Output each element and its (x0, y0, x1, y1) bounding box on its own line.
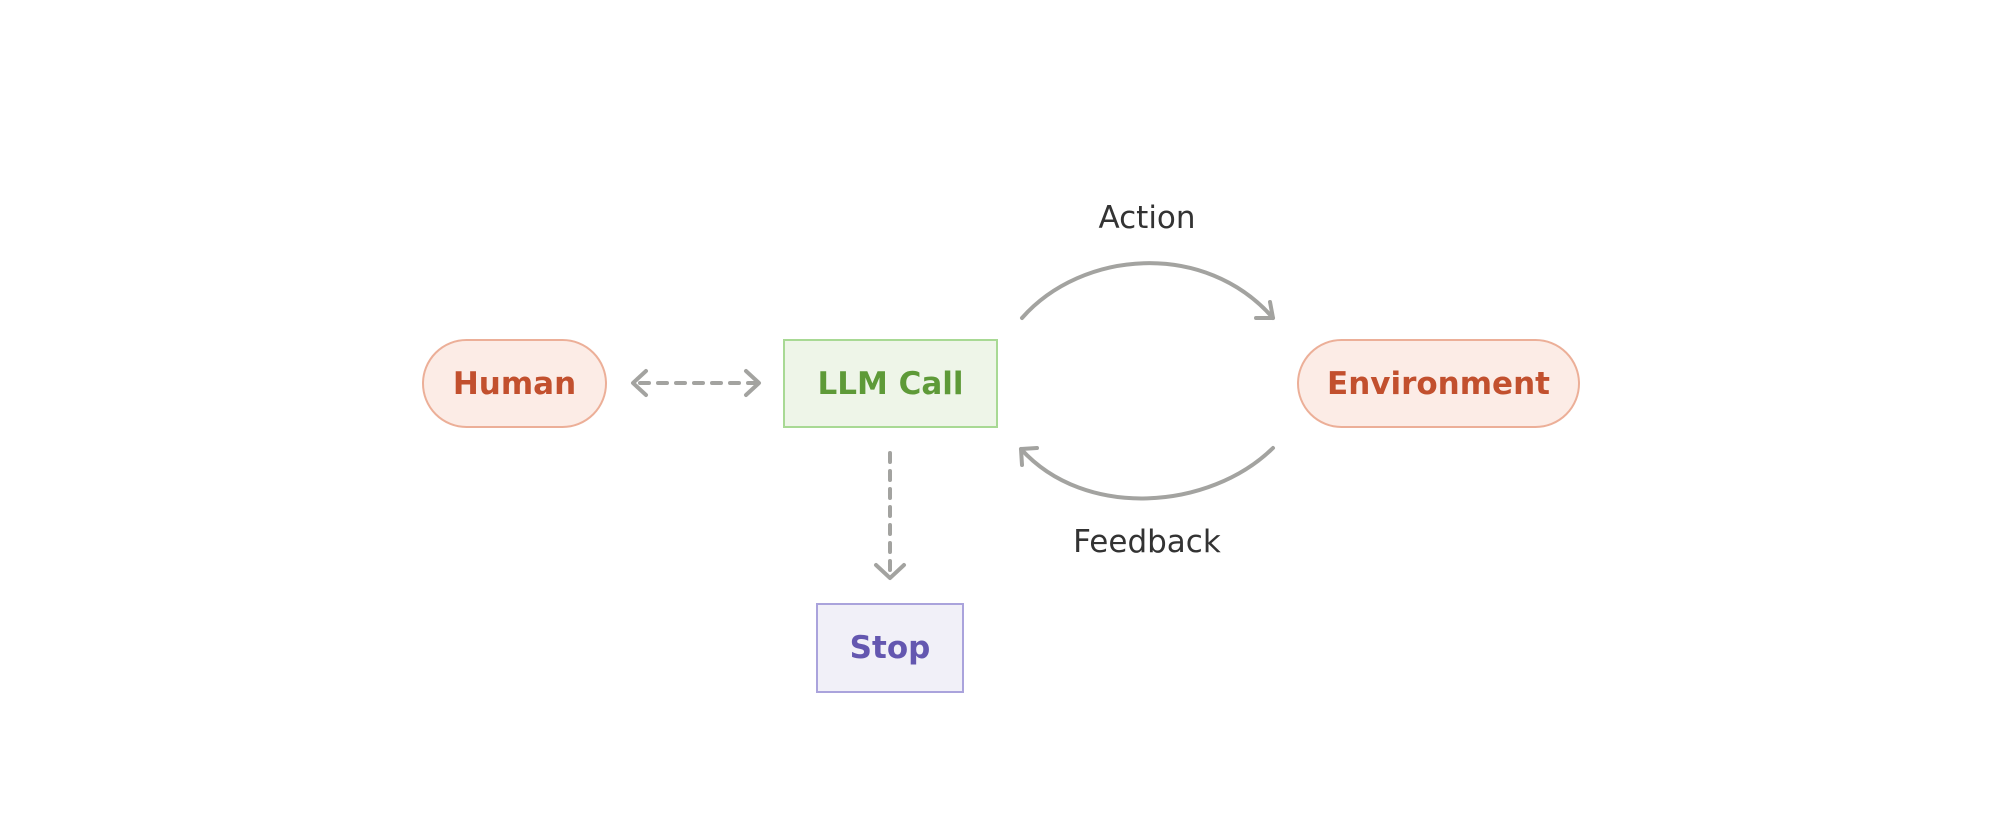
human-node: Human (422, 339, 607, 428)
stop-node-label: Stop (849, 630, 931, 666)
llm-call-node-label: LLM Call (817, 365, 964, 402)
action-edge-label: Action (1098, 200, 1196, 236)
human-node-label: Human (452, 365, 577, 402)
human-llm-dashed-arrow (631, 369, 761, 397)
feedback-edge-label: Feedback (1073, 524, 1221, 560)
llm-stop-dashed-arrow (874, 451, 906, 580)
llm-call-node: LLM Call (783, 339, 998, 428)
action-arrow (1020, 261, 1275, 320)
stop-node: Stop (816, 603, 964, 693)
environment-node: Environment (1297, 339, 1580, 428)
environment-node-label: Environment (1327, 365, 1550, 402)
feedback-arrow (1019, 446, 1275, 501)
